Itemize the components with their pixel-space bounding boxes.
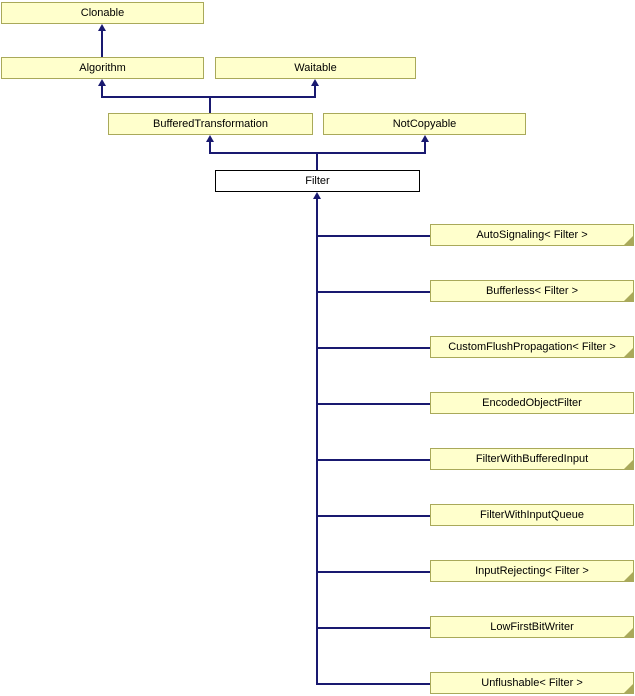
fold-corner-icon (624, 236, 633, 245)
class-node-label: BufferedTransformation (153, 118, 268, 130)
fold-corner-icon (624, 460, 633, 469)
class-node-filterwithbufferedinput[interactable]: FilterWithBufferedInput (430, 448, 634, 470)
inheritance-arrowhead (98, 79, 106, 86)
inheritance-edge-branch (316, 235, 430, 237)
inheritance-edge-segment (101, 96, 316, 98)
class-node-notcopyable[interactable]: NotCopyable (323, 113, 526, 135)
inheritance-arrowhead (311, 79, 319, 86)
class-node-label: CustomFlushPropagation< Filter > (448, 341, 616, 353)
inheritance-arrowhead (313, 192, 321, 199)
inheritance-edge-segment (424, 141, 426, 153)
fold-corner-icon (624, 684, 633, 693)
class-node-encodedobjectfilter[interactable]: EncodedObjectFilter (430, 392, 634, 414)
inheritance-edge-segment (314, 85, 316, 97)
class-node-filter[interactable]: Filter (215, 170, 420, 192)
class-node-label: Clonable (80, 7, 125, 19)
class-node-algorithm[interactable]: Algorithm (1, 57, 204, 79)
class-node-label: Waitable (294, 62, 337, 74)
fold-corner-icon (624, 292, 633, 301)
fold-corner-icon (624, 572, 633, 581)
class-node-bufferless[interactable]: Bufferless< Filter > (430, 280, 634, 302)
inheritance-edge-branch (316, 347, 430, 349)
class-node-label: NotCopyable (392, 118, 457, 130)
class-node-label: FilterWithBufferedInput (475, 453, 589, 465)
inheritance-edge-trunk (316, 198, 318, 685)
class-node-bufferedtransformation[interactable]: BufferedTransformation (108, 113, 313, 135)
class-node-label: Bufferless< Filter > (485, 285, 579, 297)
class-node-customflushpropagation[interactable]: CustomFlushPropagation< Filter > (430, 336, 634, 358)
class-node-unflushable[interactable]: Unflushable< Filter > (430, 672, 634, 694)
inheritance-edge-branch (316, 291, 430, 293)
inheritance-edge-branch (316, 459, 430, 461)
class-node-label: Algorithm (79, 62, 126, 74)
inheritance-edge-segment (101, 85, 103, 97)
inheritance-edge-segment (209, 96, 211, 113)
class-node-clonable[interactable]: Clonable (1, 2, 204, 24)
class-node-label: InputRejecting< Filter > (475, 565, 589, 577)
inheritance-arrowhead (98, 24, 106, 31)
inheritance-edge-branch (316, 515, 430, 517)
class-node-waitable[interactable]: Waitable (215, 57, 416, 79)
inheritance-edge-segment (316, 152, 318, 170)
inheritance-edge-branch (316, 627, 430, 629)
class-node-label: AutoSignaling< Filter > (476, 229, 588, 241)
class-node-label: EncodedObjectFilter (482, 397, 582, 409)
class-node-inputrejecting[interactable]: InputRejecting< Filter > (430, 560, 634, 582)
inheritance-edge-branch (316, 571, 430, 573)
inheritance-edge-branch (316, 403, 430, 405)
class-node-lowfirstbitwriter[interactable]: LowFirstBitWriter (430, 616, 634, 638)
inheritance-edge-segment (101, 30, 103, 57)
class-node-label: Filter (305, 175, 330, 187)
class-node-filterwithinputqueue[interactable]: FilterWithInputQueue (430, 504, 634, 526)
inheritance-edge-segment (209, 141, 211, 153)
inheritance-arrowhead (206, 135, 214, 142)
class-node-label: LowFirstBitWriter (490, 621, 574, 633)
class-node-label: Unflushable< Filter > (481, 677, 583, 689)
class-node-autosignaling[interactable]: AutoSignaling< Filter > (430, 224, 634, 246)
fold-corner-icon (624, 628, 633, 637)
inheritance-arrowhead (421, 135, 429, 142)
class-node-label: FilterWithInputQueue (480, 509, 584, 521)
fold-corner-icon (624, 348, 633, 357)
inheritance-edge-branch (316, 683, 430, 685)
